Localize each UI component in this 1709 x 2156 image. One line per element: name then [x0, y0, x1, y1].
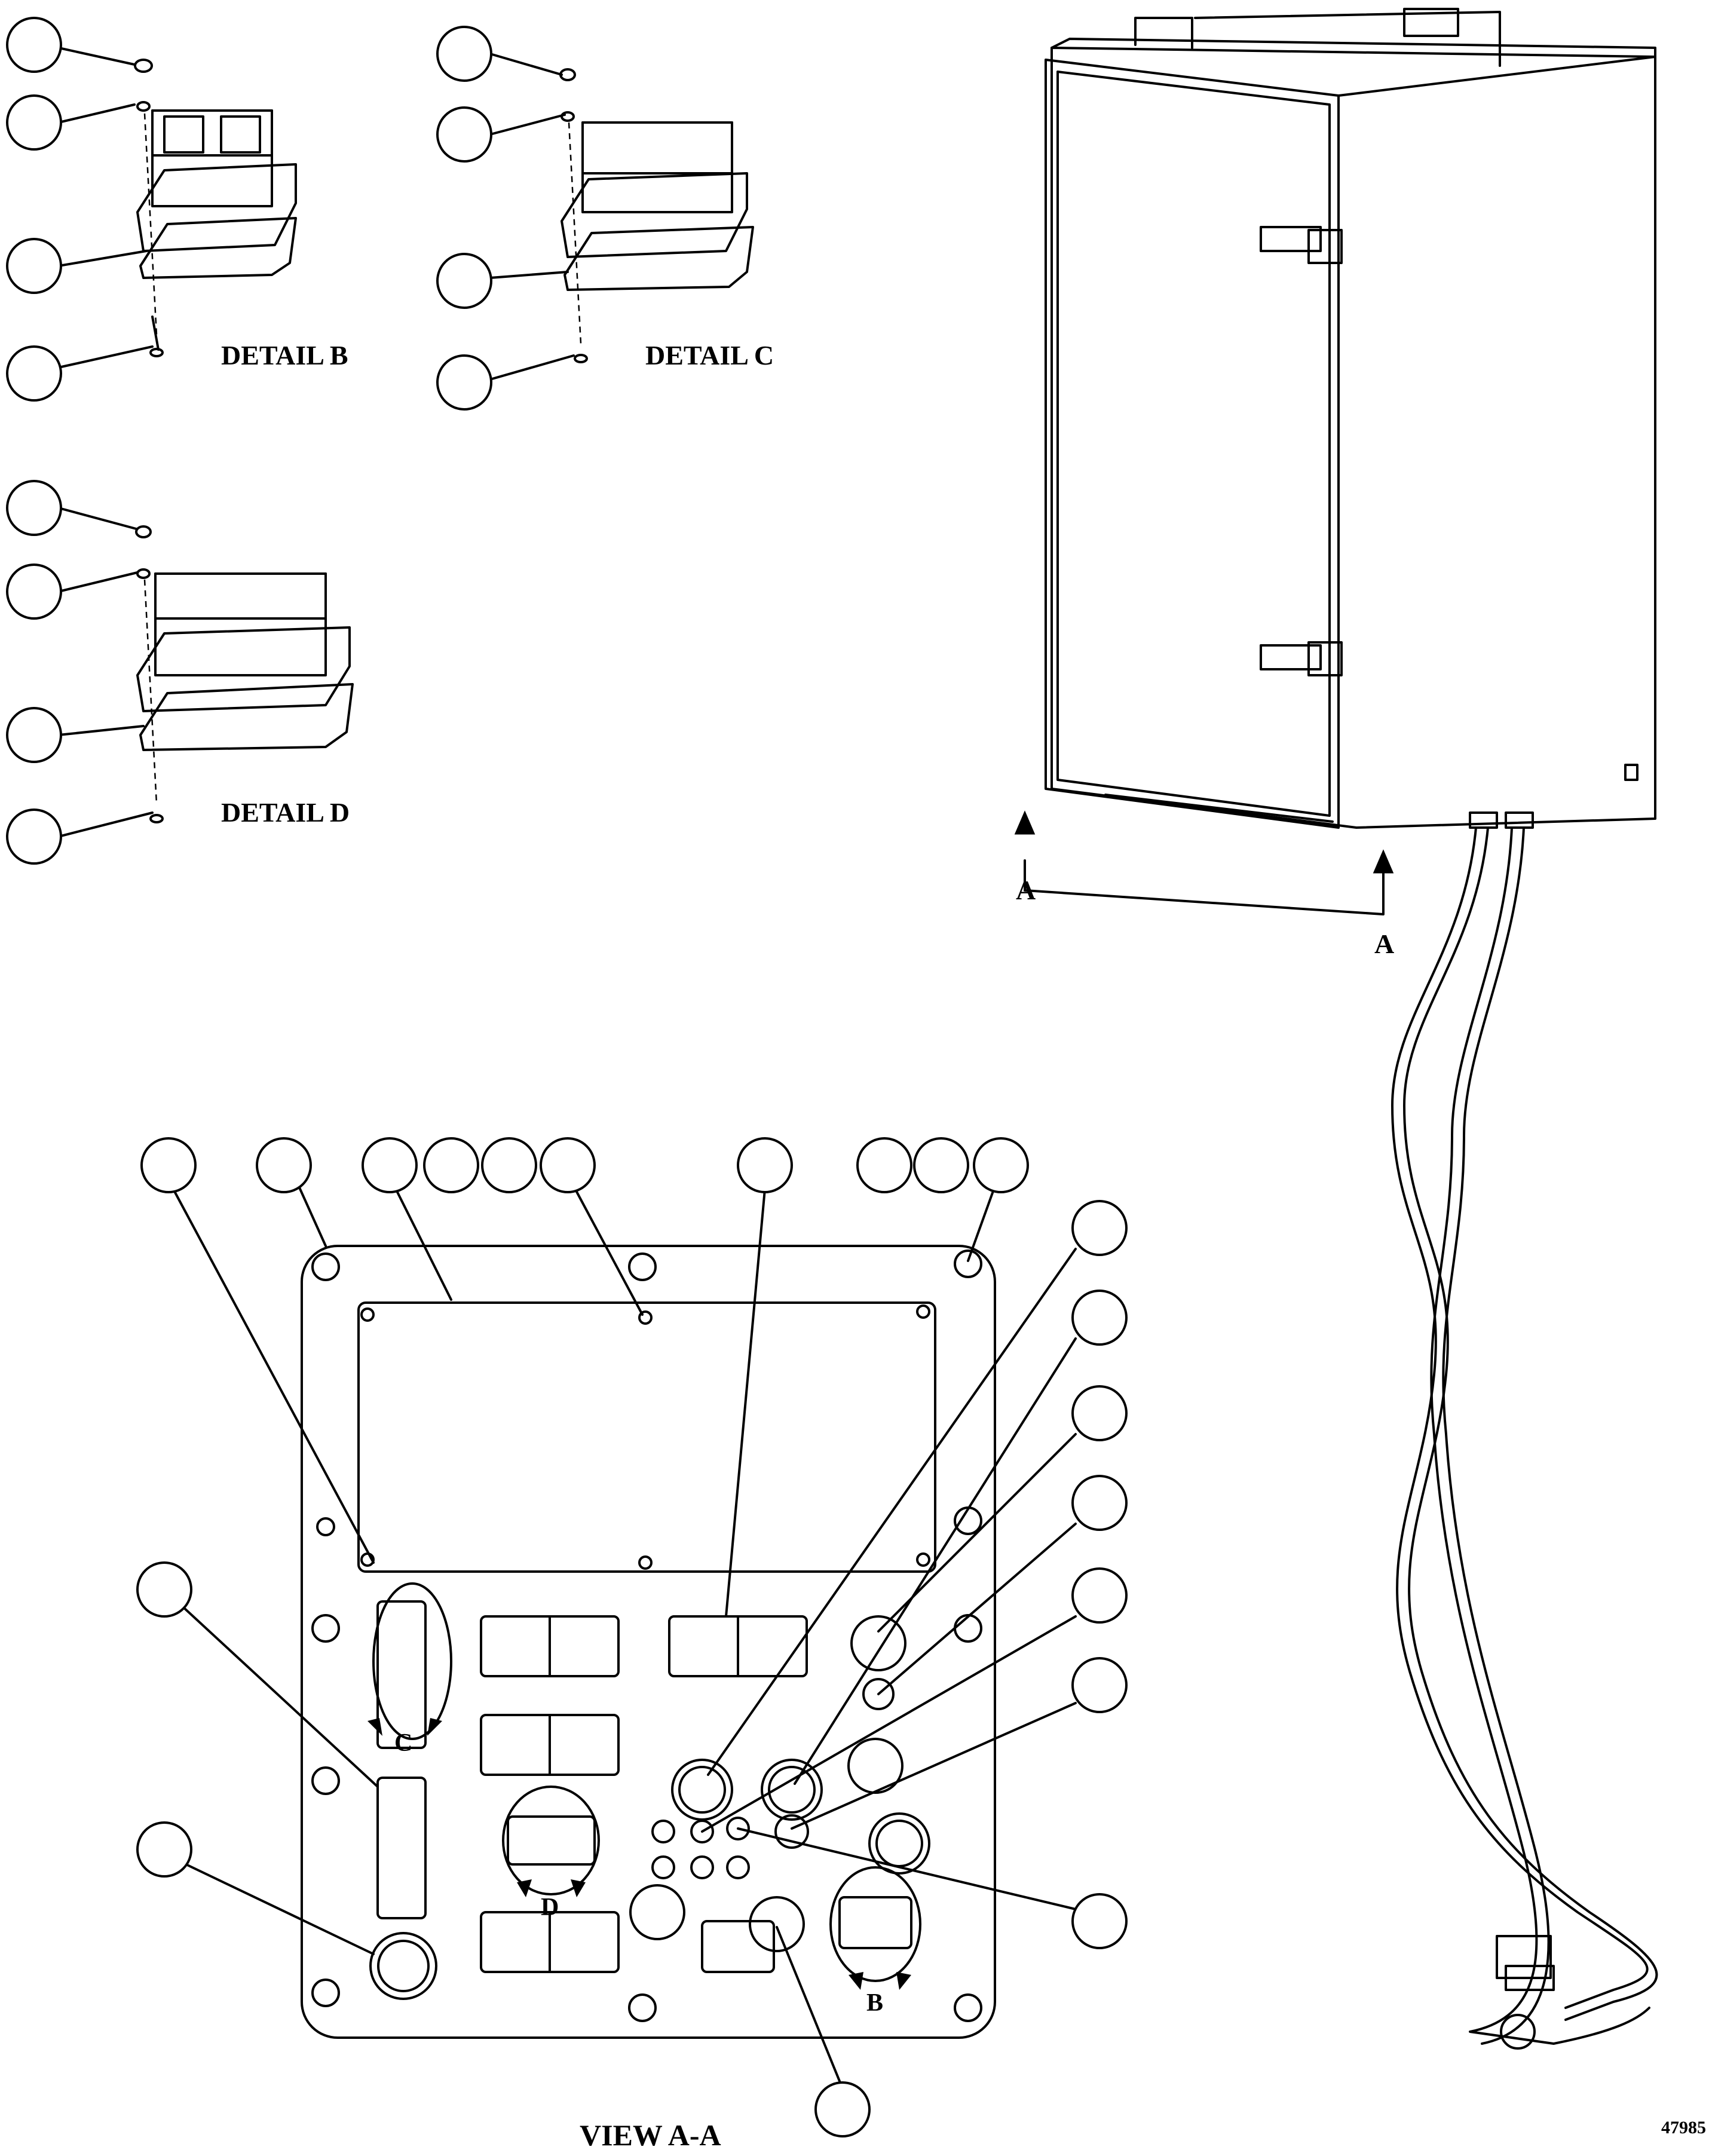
view-a-a-label: VIEW A-A — [580, 2118, 721, 2152]
detail-b-drawing — [57, 47, 297, 369]
section-line-a-a — [1014, 810, 1394, 915]
view-a-a-leaders — [166, 1185, 1077, 2090]
detail-marker-c: C — [394, 1729, 412, 1757]
view-a-a-panel — [301, 1245, 996, 2039]
detail-marker-d: D — [541, 1894, 559, 1921]
detail-d-label: DETAIL D — [221, 797, 350, 828]
detail-b-label: DETAIL B — [221, 340, 348, 370]
enclosure-drawing — [1045, 8, 1658, 2050]
figure-number: 47985 — [1661, 2118, 1706, 2137]
detail-callouts — [6, 17, 492, 865]
section-marker-a-left: A — [1016, 875, 1036, 905]
detail-c-drawing — [489, 53, 754, 381]
section-marker-a-right: A — [1374, 929, 1394, 959]
view-a-a-callouts — [136, 1137, 1128, 2137]
detail-d-drawing — [57, 507, 354, 838]
detail-marker-b: B — [866, 1989, 883, 2017]
detail-c-label: DETAIL C — [645, 340, 774, 370]
